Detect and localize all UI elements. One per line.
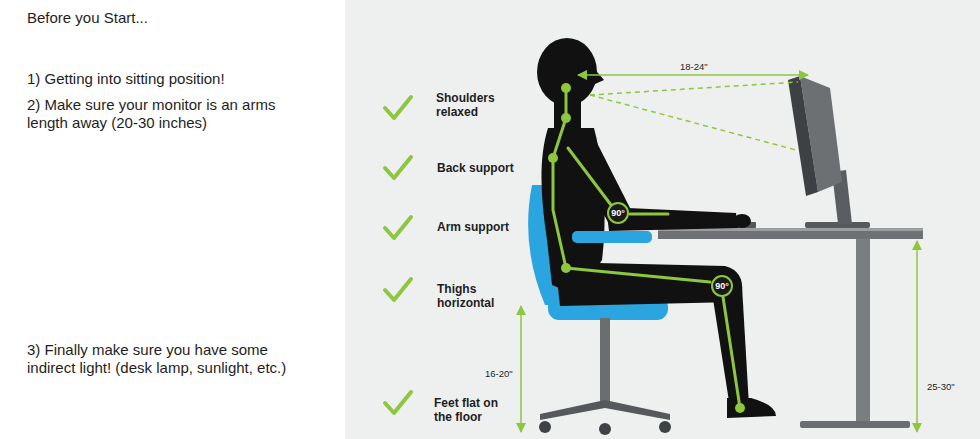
chair-wheel bbox=[659, 421, 671, 433]
check-mark bbox=[385, 279, 411, 300]
dimension-line bbox=[578, 74, 808, 76]
check-mark bbox=[385, 157, 411, 178]
check-mark bbox=[385, 392, 411, 413]
joint-dot bbox=[548, 153, 558, 163]
shin bbox=[711, 286, 749, 408]
sight-line bbox=[590, 82, 798, 95]
thigh-line bbox=[566, 268, 710, 282]
forearm-line bbox=[630, 213, 668, 216]
checklist-label: Thighs horizontal bbox=[437, 282, 517, 311]
joint-dot bbox=[735, 403, 745, 413]
upper-arm-line bbox=[568, 148, 611, 205]
joint-dot bbox=[561, 83, 571, 93]
chair-pole bbox=[600, 318, 610, 402]
posture-lines bbox=[553, 88, 740, 408]
checklist-label: Back support bbox=[437, 161, 514, 175]
dimension-label: 25-30" bbox=[927, 381, 955, 392]
person-silhouette bbox=[537, 38, 776, 418]
hand bbox=[733, 214, 751, 228]
step-text: 1) Getting into sitting position! bbox=[27, 70, 225, 88]
check-mark bbox=[385, 217, 411, 238]
check-mark bbox=[385, 97, 411, 118]
illustration-ground bbox=[345, 0, 980, 439]
checklist-label: Arm support bbox=[437, 220, 509, 234]
sight-line bbox=[590, 95, 796, 150]
joint-dots bbox=[548, 83, 745, 413]
chair-wheel bbox=[599, 423, 611, 435]
angle-marker: 90° bbox=[607, 202, 629, 224]
chair-base bbox=[540, 400, 670, 420]
step-text: 2) Make sure your monitor is an arms len… bbox=[27, 96, 285, 132]
angle-marker: 90° bbox=[711, 275, 733, 297]
checklist-label: Feet flat on the floor bbox=[434, 396, 514, 425]
dimension-line bbox=[916, 241, 918, 432]
upper-arm bbox=[560, 133, 630, 229]
checklist-label: Shoulders relaxed bbox=[436, 91, 516, 120]
dimension-label: 18-24" bbox=[680, 61, 708, 72]
chair-armrest bbox=[572, 231, 652, 243]
dimension-line bbox=[520, 306, 522, 432]
page-heading: Before you Start... bbox=[27, 9, 148, 27]
joint-dot bbox=[561, 263, 571, 273]
dimension-label: 16-20" bbox=[485, 368, 513, 379]
desk-top bbox=[658, 228, 923, 239]
chair-wheel bbox=[539, 421, 551, 433]
monitor-screen bbox=[788, 76, 818, 196]
step-text: 3) Finally make sure you have some indir… bbox=[27, 341, 319, 377]
monitor-base bbox=[805, 222, 870, 228]
joint-dot bbox=[561, 113, 571, 123]
shin-line bbox=[723, 297, 740, 408]
desk-foot bbox=[800, 421, 910, 428]
angle-text: 90° bbox=[715, 282, 729, 291]
check-marks bbox=[385, 97, 411, 413]
foot bbox=[727, 398, 776, 418]
angle-text: 90° bbox=[611, 209, 625, 218]
desk-leg bbox=[856, 239, 870, 424]
